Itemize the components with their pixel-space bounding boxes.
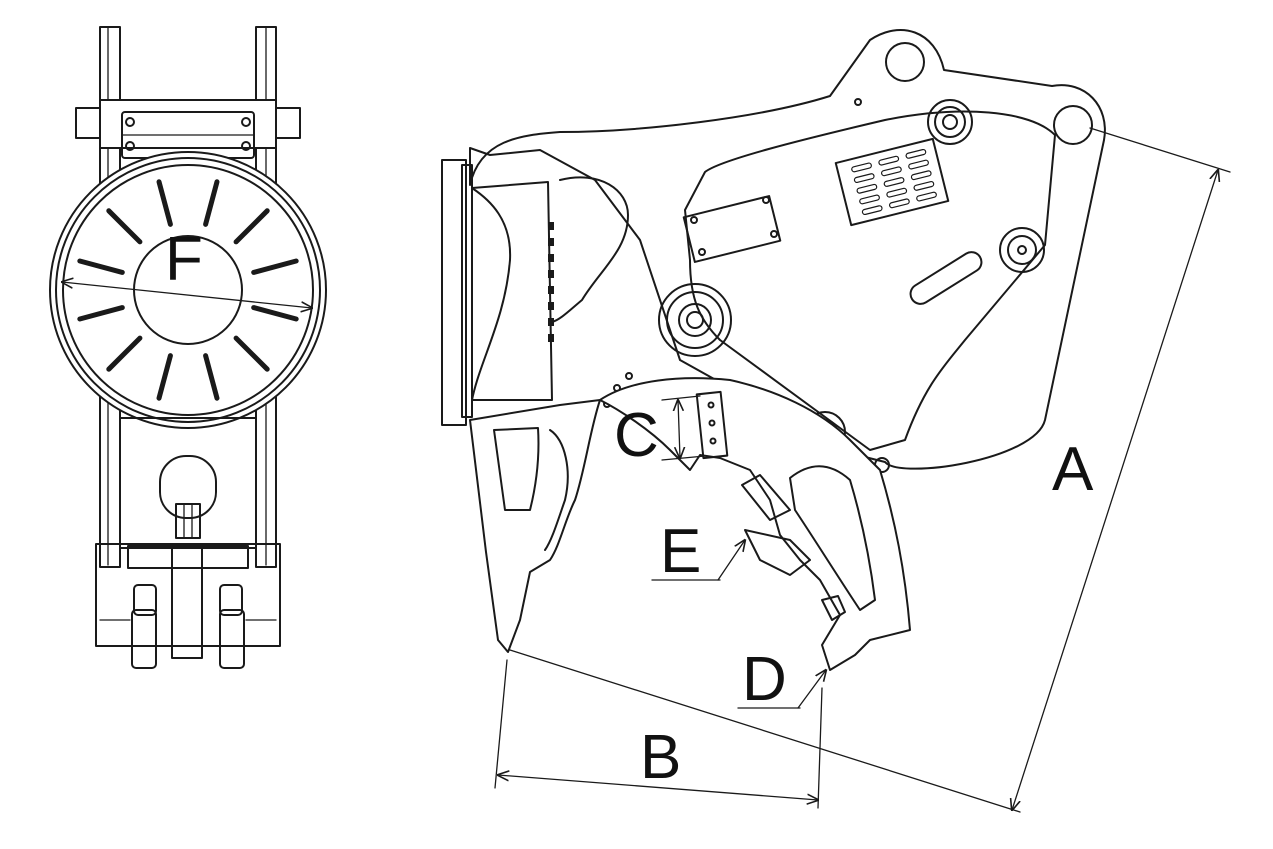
main-housing [469, 29, 1106, 470]
ring-slot [156, 179, 173, 227]
vent-slot [916, 191, 937, 202]
vent-slot [883, 177, 905, 187]
vent-slot [913, 180, 935, 191]
ring-slot [106, 208, 143, 245]
vent-slot [859, 194, 880, 205]
ring-slot [77, 258, 125, 275]
dimension-c: C [614, 395, 706, 470]
vent-slot [881, 166, 902, 177]
side-view: A B C E D [441, 29, 1231, 812]
blade-insert-e [741, 474, 791, 521]
label-a: A [1052, 435, 1094, 504]
fixed-jaw-window [493, 427, 540, 511]
blade-insert-d [821, 595, 846, 621]
vent-slot [856, 183, 878, 194]
front-view-lower-body [119, 417, 257, 549]
dimension-b: B [494, 659, 823, 809]
label-d: D [742, 645, 787, 714]
cutter-insert [744, 529, 811, 576]
dimension-d: D [737, 645, 826, 714]
vent-slot [851, 162, 872, 173]
dimension-a: A [509, 127, 1231, 812]
label-b: B [640, 723, 681, 792]
vent-plate [834, 137, 950, 227]
vent-slot [908, 159, 929, 170]
main-pivot-bearing [658, 283, 732, 357]
vent-slot [905, 148, 927, 159]
front-view: F [49, 26, 327, 669]
mounting-plate [441, 159, 554, 426]
label-f: F [165, 225, 203, 294]
moving-jaw-window [789, 465, 876, 611]
plate-bolt [548, 238, 554, 246]
vent-slot [853, 173, 875, 184]
adjust-slot [909, 251, 983, 305]
vent-slot [889, 198, 910, 209]
ring-slot [203, 179, 220, 227]
fixed-jaw [469, 399, 601, 653]
vent-slot [910, 170, 932, 181]
rear-pin-hole [1053, 105, 1093, 145]
blade-insert-c [695, 390, 729, 460]
dimension-e: E [651, 517, 745, 586]
plate-bolt [548, 254, 554, 262]
name-plate [682, 195, 782, 263]
dimension-f: F [62, 225, 312, 308]
dimension-a-arrow [1012, 170, 1218, 810]
front-view-jaws [95, 543, 281, 669]
label-e: E [660, 517, 701, 586]
label-c: C [614, 401, 659, 470]
grease-point [854, 98, 862, 106]
front-view-top-pin [75, 99, 301, 159]
plate-bolt [548, 302, 554, 310]
dimension-b-arrow [498, 775, 818, 800]
ring-slot [203, 353, 220, 401]
plate-bolt [548, 286, 554, 294]
motor-fitting-top [927, 99, 973, 145]
fixed-jaw-teeth [544, 429, 569, 551]
dimension-f-arrow [62, 282, 312, 308]
vent-slot [886, 187, 908, 198]
ring-slot [106, 335, 143, 372]
ring-slot [251, 258, 299, 275]
ring-slot [156, 353, 173, 401]
ring-slot [233, 335, 270, 372]
plate-bolt [548, 222, 554, 230]
plate-bolt [548, 334, 554, 342]
vent-slot [878, 155, 900, 166]
vent-slots [851, 148, 937, 216]
vent-slot [861, 205, 883, 216]
central-cutout [551, 176, 629, 323]
plate-bolt [548, 270, 554, 278]
top-pin-hole [885, 42, 925, 82]
ring-slot [233, 208, 270, 245]
